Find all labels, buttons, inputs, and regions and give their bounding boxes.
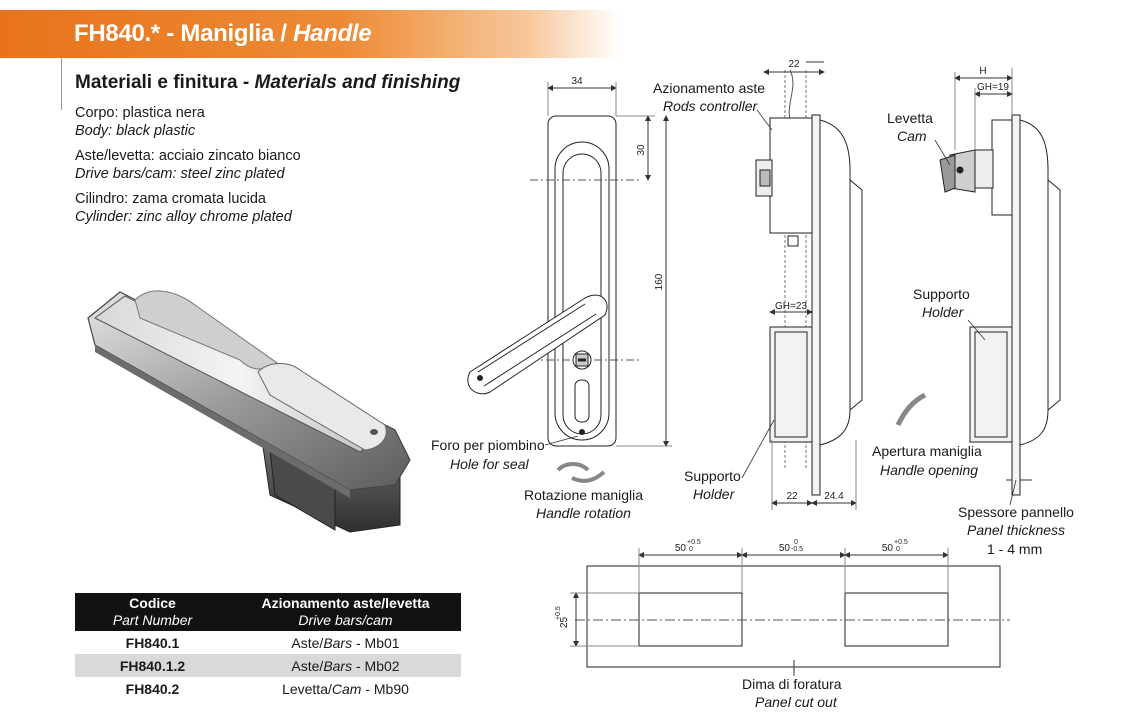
dim-gh19: GH=19 <box>977 82 1009 93</box>
dim-width: 34 <box>571 76 583 87</box>
row-drive-suffix: - Mb02 <box>352 657 400 674</box>
material-bars-en: Drive bars/cam: steel zinc plated <box>75 166 285 182</box>
side-view-cam <box>939 68 1061 496</box>
dim-h: H <box>979 66 986 77</box>
page-title: FH840.* - Maniglia / Handle <box>74 20 372 47</box>
dim-top: 30 <box>636 144 647 156</box>
dim-bottom24: 24.4 <box>824 491 844 502</box>
leader-lines <box>544 109 1017 506</box>
row-drive-suffix: - Mb01 <box>352 634 400 651</box>
row-code: FH840.1.2 <box>75 654 230 677</box>
seal-label-en: Hole for seal <box>450 456 529 472</box>
title-it: Maniglia <box>180 20 275 47</box>
header-code-en: Part Number <box>112 612 193 628</box>
row-drive-it: Aste/ <box>291 634 324 651</box>
rods-label-it: Azionamento aste <box>653 80 766 96</box>
materials-title-it: Materiali e finitura <box>75 72 238 93</box>
dim-cut50-c-tol: +0.5 <box>894 539 908 546</box>
table-row: FH840.1.2 Aste/Bars - Mb02 <box>75 654 461 677</box>
dim-cut50-b-tol: -0.5 <box>791 546 803 553</box>
material-body-it: Corpo: plastica nera <box>75 105 205 121</box>
row-drive: Aste/Bars - Mb01 <box>230 631 461 654</box>
row-drive-it: Levetta/ <box>282 680 332 697</box>
panel-range: 1 - 4 mm <box>987 541 1043 557</box>
dim-bottom22: 22 <box>786 491 798 502</box>
cam-label-en: Cam <box>897 128 927 144</box>
row-code: FH840.2 <box>125 680 180 697</box>
seal-label-it: Foro per piombino <box>431 437 545 453</box>
panel-cutout <box>570 548 1010 676</box>
front-view <box>467 82 672 483</box>
opening-label-it: Apertura maniglia <box>872 443 982 459</box>
holder2-label-en: Holder <box>693 486 735 502</box>
product-render <box>87 290 411 533</box>
dim-cut50-a-tol: +0.5 <box>687 539 701 546</box>
materials-title: Materiali e finitura - Materials and fin… <box>75 72 461 93</box>
header-drive-en: Drive bars/cam <box>298 612 393 628</box>
dim-cut50-c-tol0: 0 <box>896 546 900 553</box>
dim-cut50-b: 50 <box>779 543 791 554</box>
dim-cut25-tol: +0.5 <box>555 606 562 620</box>
cam-label-it: Levetta <box>887 110 933 126</box>
holder2-label-it: Supporto <box>684 468 741 484</box>
panel-label-it: Spessore pannello <box>958 504 1074 520</box>
dim-cut50-c: 50 <box>882 543 894 554</box>
panel-label-en: Panel thickness <box>967 522 1066 538</box>
dim-cut25: 25 <box>559 616 570 628</box>
header-drive-it: Azionamento aste/levetta <box>261 595 430 611</box>
material-bars-it: Aste/levetta: acciaio zincato bianco <box>75 148 301 164</box>
holder-label-it: Supporto <box>913 286 970 302</box>
row-drive-en: Cam <box>331 680 362 697</box>
cutout-label-it: Dima di foratura <box>742 676 842 692</box>
product-code: FH840.* <box>74 20 160 47</box>
dim-cut50-b-tol0: 0 <box>794 539 798 546</box>
dim-cut50-a-tol0: 0 <box>689 546 693 553</box>
divider <box>61 58 62 110</box>
dim-cut50-a: 50 <box>675 543 687 554</box>
title-en: Handle <box>293 20 372 47</box>
rotation-label-en: Handle rotation <box>536 505 631 521</box>
material-cylinder-en: Cylinder: zinc alloy chrome plated <box>75 209 292 225</box>
material-cylinder-it: Cilindro: zama cromata lucida <box>75 191 266 207</box>
materials-title-en: Materials and finishing <box>254 72 461 93</box>
opening-label-en: Handle opening <box>880 462 979 478</box>
dim-depth: 22 <box>788 59 800 70</box>
row-drive: Aste/Bars - Mb02 <box>230 654 461 677</box>
dim-height: 160 <box>654 273 665 290</box>
table-row: FH840.2 Levetta/Cam - Mb90 <box>75 677 461 700</box>
title-bar: FH840.* - Maniglia / Handle <box>0 10 620 58</box>
holder-label-en: Holder <box>922 304 964 320</box>
row-drive-en: Bars <box>323 657 353 674</box>
row-drive-suffix: - Mb90 <box>361 680 409 697</box>
row-drive-en: Bars <box>323 634 353 651</box>
material-body-en: Body: black plastic <box>75 123 196 139</box>
row-drive: Levetta/Cam - Mb90 <box>230 677 461 700</box>
header-code-it: Codice <box>129 595 176 611</box>
table-row: FH840.1 Aste/Bars - Mb01 <box>75 631 461 654</box>
rods-label-en: Rods controller <box>663 98 758 114</box>
row-code: FH840.1 <box>125 634 180 651</box>
rotation-label-it: Rotazione maniglia <box>524 487 644 503</box>
side-view-rods <box>755 61 927 510</box>
cutout-label-en: Panel cut out <box>755 694 837 710</box>
row-drive-it: Aste/ <box>291 657 324 674</box>
dim-gh23: GH=23 <box>775 301 807 312</box>
